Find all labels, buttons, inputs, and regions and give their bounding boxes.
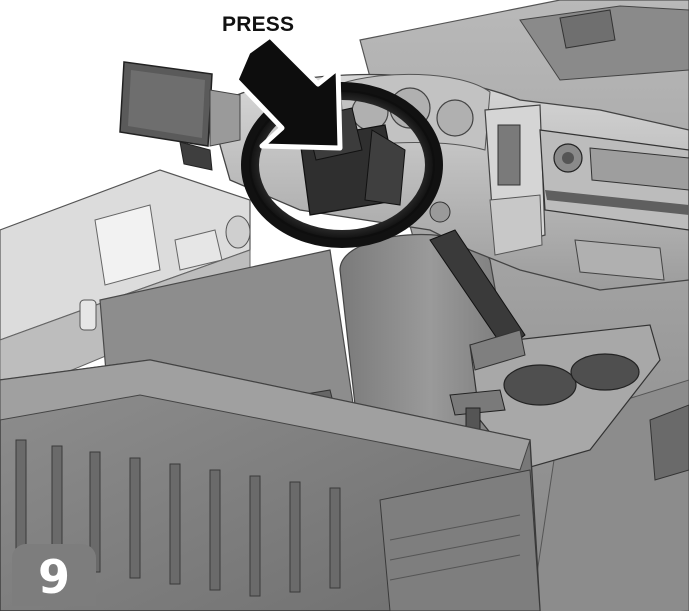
press-arrow bbox=[233, 33, 343, 151]
truck-bed bbox=[0, 359, 541, 611]
radio-panel bbox=[539, 129, 689, 281]
step-number: 9 bbox=[37, 550, 70, 604]
rear-view-mirror bbox=[119, 61, 241, 171]
press-instruction-label: PRESS bbox=[222, 13, 295, 36]
step-number-badge: 9 bbox=[12, 544, 96, 606]
steering-column bbox=[429, 201, 526, 351]
cup-holder bbox=[469, 324, 661, 471]
